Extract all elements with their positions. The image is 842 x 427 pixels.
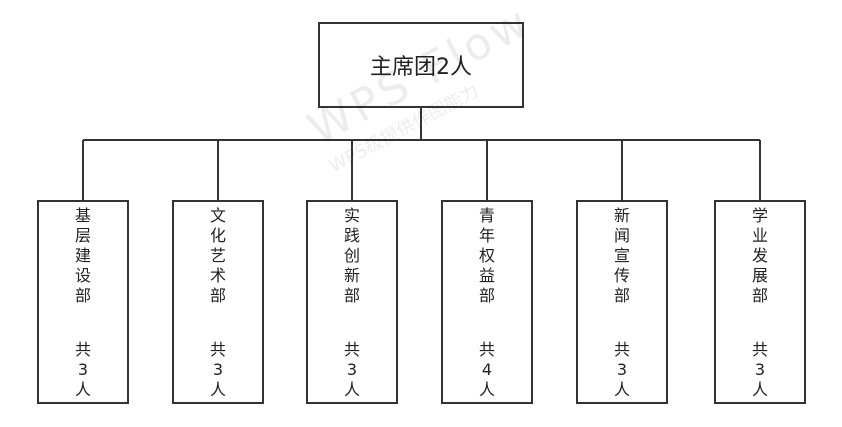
dept-name: 学业发展部 bbox=[752, 206, 769, 305]
dept-count: 共3人 bbox=[75, 340, 92, 399]
dept-count: 共3人 bbox=[752, 340, 769, 399]
dept-name: 文化艺术部 bbox=[210, 206, 227, 305]
dept-name: 基层建设部 bbox=[75, 206, 92, 305]
dept-count: 共3人 bbox=[614, 340, 631, 399]
dept-name: 实践创新部 bbox=[344, 206, 361, 305]
dept-count: 共3人 bbox=[210, 340, 227, 399]
dept-node-1[interactable]: 基层建设部 共3人 bbox=[37, 200, 129, 404]
dept-node-6[interactable]: 学业发展部 共3人 bbox=[714, 200, 806, 404]
dept-node-4[interactable]: 青年权益部 共4人 bbox=[441, 200, 533, 404]
dept-node-3[interactable]: 实践创新部 共3人 bbox=[306, 200, 398, 404]
dept-name: 青年权益部 bbox=[479, 206, 496, 305]
dept-node-2[interactable]: 文化艺术部 共3人 bbox=[172, 200, 264, 404]
root-node[interactable]: 主席团2人 bbox=[318, 22, 524, 108]
root-label: 主席团2人 bbox=[370, 55, 472, 80]
dept-name: 新闻宣传部 bbox=[614, 206, 631, 305]
dept-node-5[interactable]: 新闻宣传部 共3人 bbox=[576, 200, 668, 404]
dept-count: 共4人 bbox=[479, 340, 496, 399]
dept-count: 共3人 bbox=[344, 340, 361, 399]
